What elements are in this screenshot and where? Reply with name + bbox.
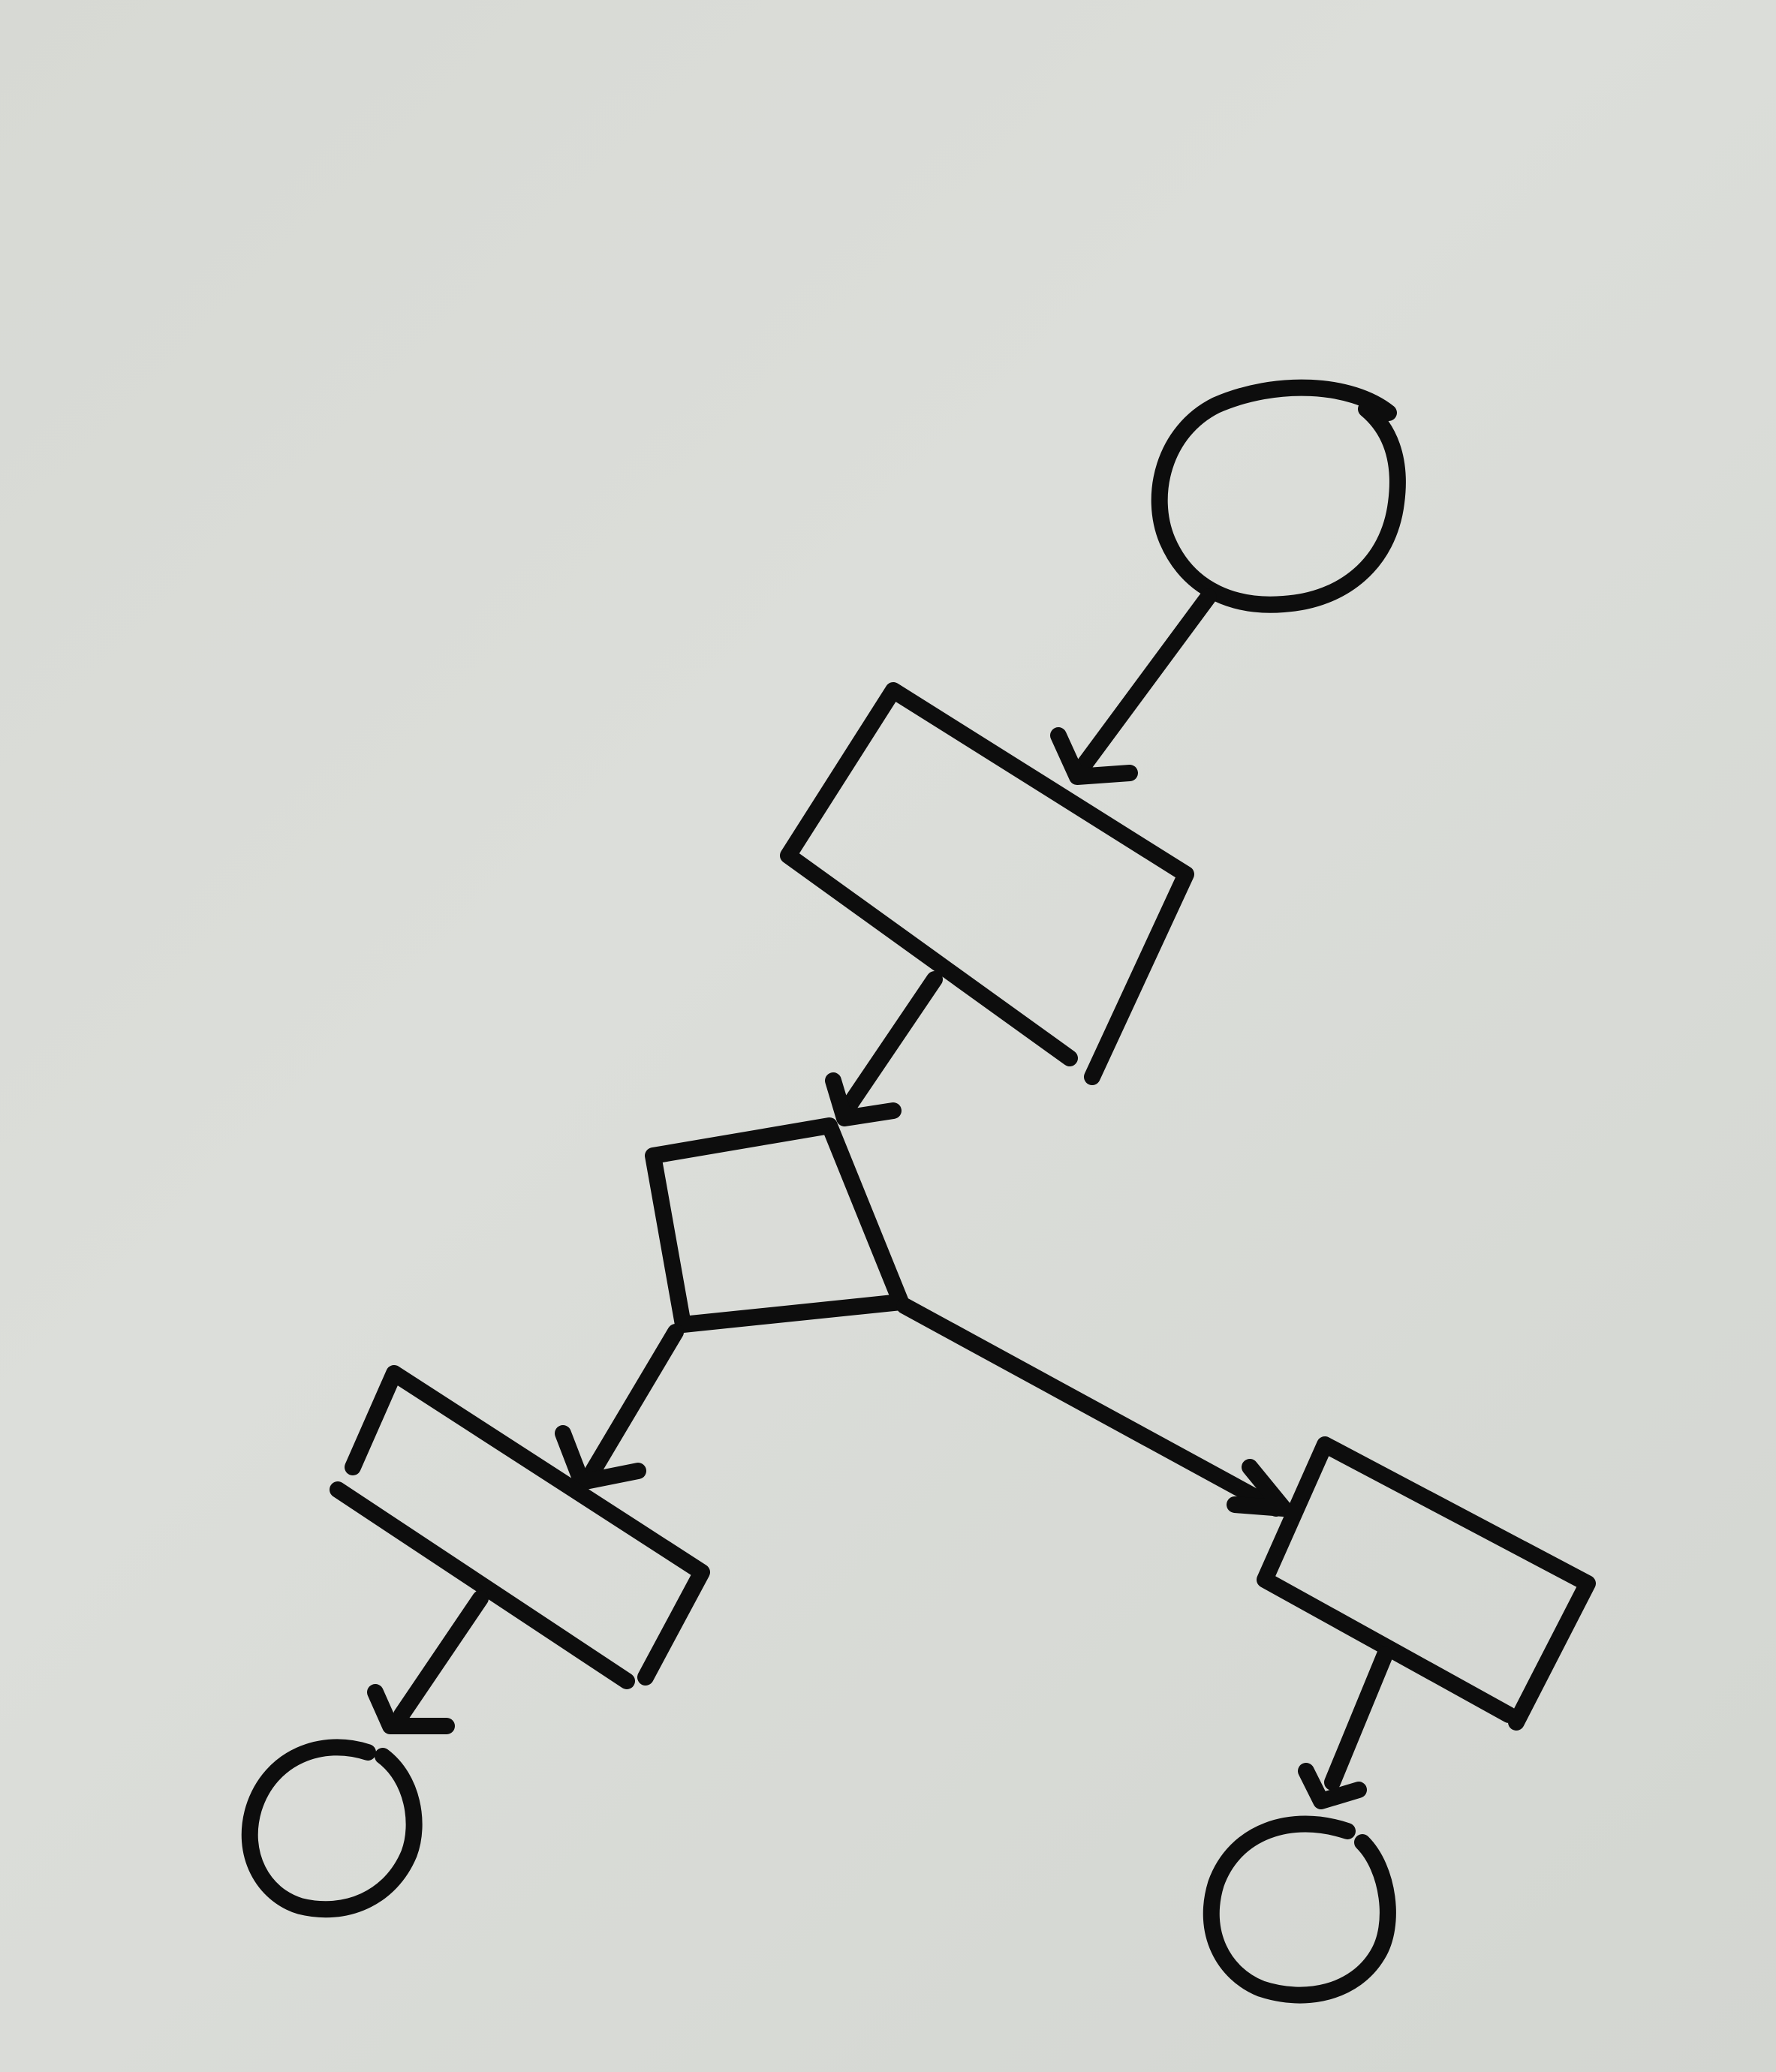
edge-start-to-process-1 — [1073, 588, 1217, 777]
start-node — [1151, 379, 1406, 613]
arrowhead-decision — [825, 1072, 902, 1126]
process-1-node — [780, 682, 1194, 1085]
process-left-node — [330, 1365, 710, 1689]
decision-node — [645, 1117, 909, 1333]
edge-process-1-to-decision — [840, 971, 943, 1115]
edge-process-left-to-end-left — [393, 1590, 489, 1723]
arrowhead-process-right — [1227, 1459, 1292, 1517]
edge-decision-to-process-right — [896, 1298, 1284, 1517]
arrowhead-end-left — [367, 1684, 455, 1734]
end-left-node — [241, 1739, 423, 1918]
edge-process-right-to-end-right — [1324, 1646, 1393, 1791]
process-right-node — [1257, 1436, 1596, 1731]
arrowhead-end-right — [1298, 1763, 1367, 1809]
arrowhead-process-left — [555, 1425, 646, 1490]
edge-decision-to-process-left — [585, 1324, 684, 1479]
end-right-node — [1203, 1815, 1396, 2004]
arrowhead-process-1 — [1050, 727, 1138, 785]
